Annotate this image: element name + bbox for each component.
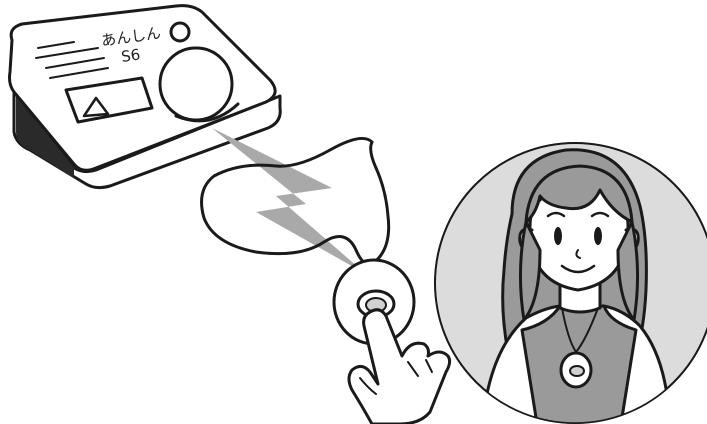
device-label-model: S6 <box>120 45 141 65</box>
left-eye <box>554 227 562 245</box>
woman-portrait <box>435 143 707 424</box>
necklace-pendant-button <box>570 366 584 376</box>
small-round-button <box>171 23 189 41</box>
right-eye <box>594 227 602 245</box>
big-round-button <box>160 48 232 120</box>
